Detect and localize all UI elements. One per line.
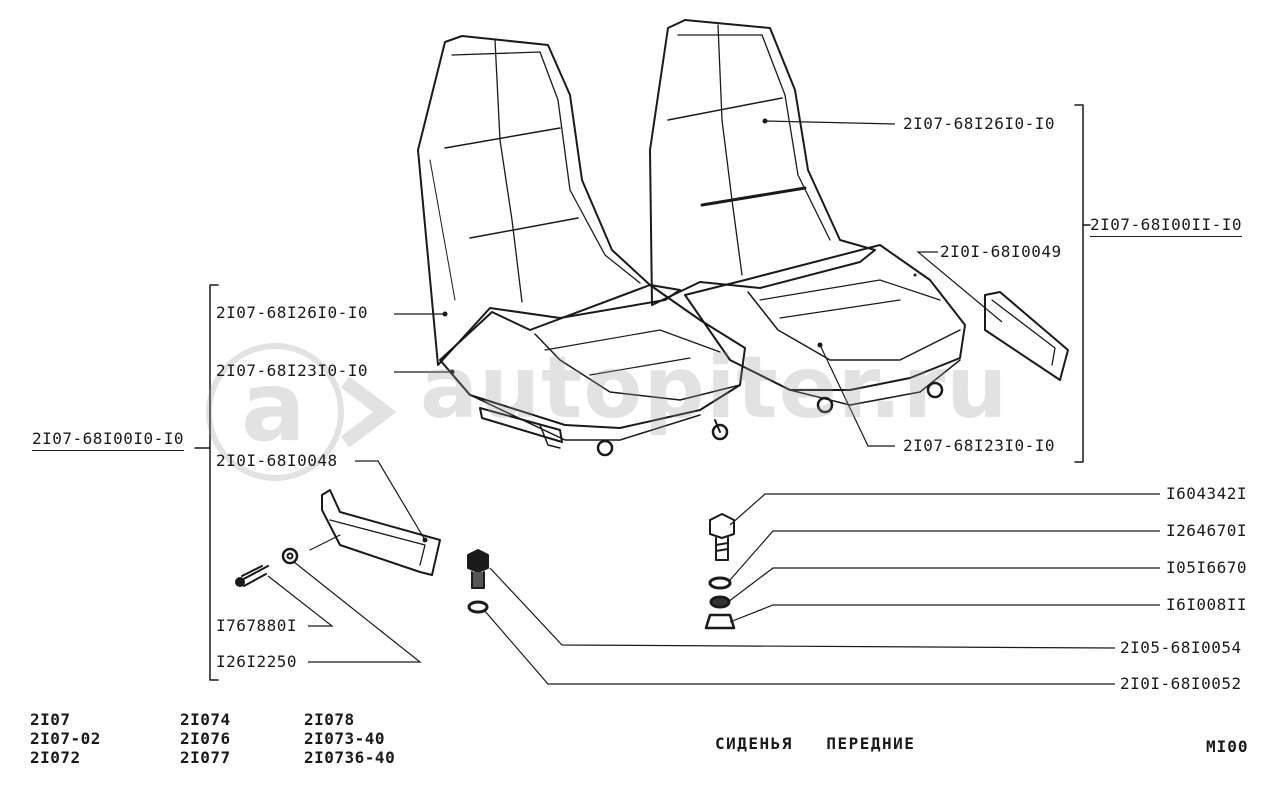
stack-washers	[704, 576, 736, 630]
model-item: 2I078	[304, 710, 355, 729]
left-seat-back	[417, 35, 681, 366]
callout-washer: I26I2250	[216, 652, 298, 671]
model-item: 2I077	[180, 748, 231, 767]
big-bolt-part	[709, 513, 735, 561]
model-item: 2I076	[180, 729, 231, 748]
callout-washer-small: 2I0I-68I0052	[1120, 674, 1242, 693]
page-code: MI00	[1206, 737, 1249, 756]
right-seat-back	[649, 19, 876, 306]
leader-right-back	[764, 120, 896, 125]
leader-flat-washer	[727, 567, 1160, 603]
leader-washer-small	[483, 609, 1115, 685]
leader-nut	[729, 604, 1160, 623]
leader-washer	[293, 561, 422, 663]
right-assembly-label: 2I07-68I00II-I0	[1090, 216, 1242, 237]
model-item: 2I0736-40	[304, 748, 396, 767]
model-item: 2I07	[30, 710, 71, 729]
callout-right-trim: 2I0I-68I0049	[940, 242, 1062, 261]
callout-nut: I6I008II	[1166, 595, 1248, 614]
model-list-col1: 2I07 2I07-02 2I072	[30, 710, 101, 767]
left-assembly-label: 2I07-68I00I0-I0	[32, 430, 184, 451]
callout-spring-washer: I264670I	[1166, 521, 1248, 540]
callout-left-back: 2I07-68I26I0-I0	[216, 303, 368, 322]
model-list-col3: 2I078 2I073-40 2I0736-40	[304, 710, 395, 767]
right-seat-cushion	[684, 244, 966, 414]
leader-bolt-small	[489, 567, 1116, 649]
model-item: 2I072	[30, 748, 81, 767]
page-title: СИДЕНЬЯ ПЕРЕДНИЕ	[715, 734, 916, 753]
callout-left-cushion: 2I07-68I23I0-I0	[216, 361, 368, 380]
screw-part	[235, 565, 269, 587]
left-seat-rail	[479, 407, 729, 457]
right-side-trim	[984, 291, 1069, 381]
model-item: 2I074	[180, 710, 231, 729]
callout-bolt-big: I604342I	[1166, 484, 1248, 503]
callout-right-back: 2I07-68I26I0-I0	[903, 114, 1055, 133]
model-list-col2: 2I074 2I076 2I077	[180, 710, 231, 767]
callout-screw: I767880I	[216, 616, 298, 635]
left-group-bracket	[209, 284, 219, 681]
model-item: 2I073-40	[304, 729, 386, 748]
leader-spring-washer	[729, 530, 1160, 581]
small-bolt-part	[467, 549, 489, 589]
right-group-bracket	[1074, 104, 1084, 463]
leader-right-trim	[916, 251, 1003, 323]
small-washer-part	[467, 600, 489, 614]
callout-left-trim: 2I0I-68I0048	[216, 451, 338, 470]
model-item: 2I07-02	[30, 729, 101, 748]
washer-part	[281, 547, 299, 565]
left-side-trim	[309, 489, 441, 576]
leader-screw	[267, 575, 334, 627]
left-seat-cushion	[439, 284, 746, 441]
leader-left-trim	[355, 460, 426, 541]
callout-flat-washer: I05I6670	[1166, 558, 1248, 577]
leader-right-cushion	[819, 344, 895, 447]
callout-right-cushion: 2I07-68I23I0-I0	[903, 436, 1055, 455]
callout-bolt-small: 2I05-68I0054	[1120, 638, 1242, 657]
leader-bolt-big	[729, 493, 1160, 526]
